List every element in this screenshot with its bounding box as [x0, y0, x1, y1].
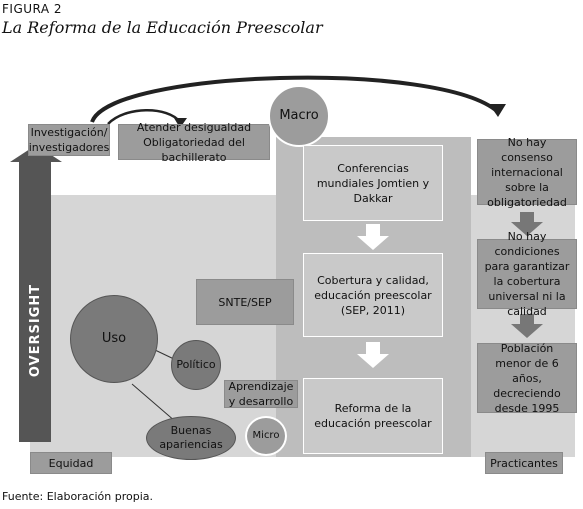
white-arrow-1 [357, 224, 389, 250]
cobertura-box: Cobertura y calidad, educación preescola… [303, 253, 443, 337]
macro-circle: Macro [268, 85, 330, 147]
grey-arrow-2 [511, 314, 543, 338]
practicantes-box: Practicantes [485, 452, 563, 474]
investigacion-box: Investigación/ investigadores [28, 124, 110, 156]
uso-circle: Uso [70, 295, 158, 383]
equidad-box: Equidad [30, 452, 112, 474]
white-arrow-2 [357, 342, 389, 368]
aprendizaje-box: Aprendizaje y desarrollo [224, 380, 298, 408]
figure-label: FIGURA 2 [2, 2, 63, 16]
poblacion-box: Población menor de 6 años, decreciendo d… [477, 342, 577, 415]
grey-arrow-1 [511, 212, 543, 236]
small-arc-arrow [107, 109, 181, 125]
figure-title: La Reforma de la Educación Preescolar [2, 18, 323, 37]
buenas-apariencias-ellipse: Buenas apariencias [146, 416, 236, 460]
snte-box: SNTE/SEP [196, 279, 294, 325]
conferencias-box: Conferencias mundiales Jomtien y Dakkar [303, 145, 443, 221]
politico-circle: Político [171, 340, 221, 390]
atender-box: Atender desigualdad Obligatoriedad del b… [118, 121, 270, 164]
top-arc-arrow [90, 75, 500, 123]
figure-source: Fuente: Elaboración propia. [2, 490, 154, 503]
oversight-label: OVERSIGHT [28, 283, 44, 377]
consenso-box: No hay consenso internacional sobre la o… [477, 136, 577, 209]
condiciones-box: No hay condiciones para garantizar la co… [477, 230, 577, 318]
micro-circle: Micro [245, 416, 287, 456]
reforma-box: Reforma de la educación preescolar [303, 378, 443, 454]
